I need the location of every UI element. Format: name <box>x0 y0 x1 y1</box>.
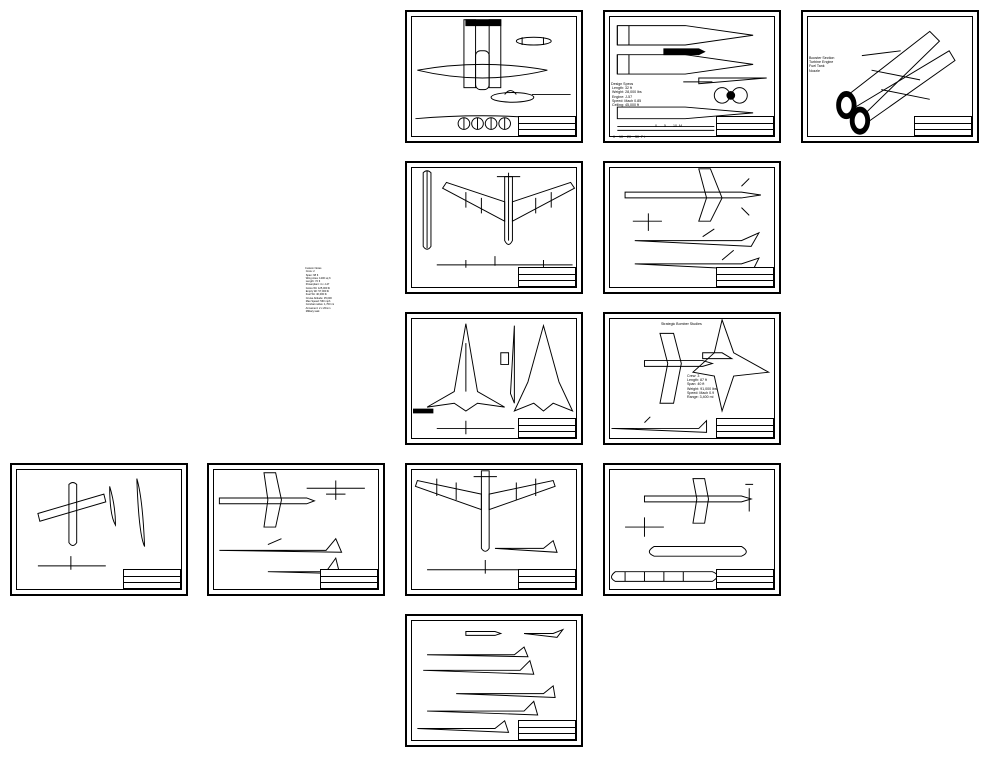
delta-interceptor-drawing <box>624 168 761 271</box>
swept-wing-bomber-drawing <box>422 170 576 268</box>
sheet-border <box>609 167 775 288</box>
design-spec-text: Design Specs Length: 32 ft Weight: 28,00… <box>611 82 642 108</box>
title-block <box>716 267 774 287</box>
straight-wing-transport-drawing <box>611 478 754 582</box>
title-block <box>320 569 378 589</box>
drawing-sheet-six-engine-bomber[interactable] <box>405 463 583 596</box>
sheet-border <box>609 16 775 137</box>
glider-drawing <box>37 478 146 570</box>
drawing-sheet-engine-cutaway[interactable]: Booster Section Turbine Engine Fuel Tank… <box>801 10 979 143</box>
sheet-border <box>609 318 775 439</box>
drawing-sheet-swept-wing-bomber[interactable] <box>405 161 583 294</box>
scale-label-metric: 0 5 10 M <box>655 124 682 128</box>
jet-fighter-drawing <box>218 472 365 575</box>
engine-cutaway-drawing <box>836 30 956 135</box>
title-block <box>518 418 576 438</box>
drawing-sheet-missile-stages[interactable]: 0 5 10 M 0 10 20 30 F t Design Specs Len… <box>603 10 781 143</box>
title-block <box>716 569 774 589</box>
six-engine-bomber-drawing <box>414 470 563 574</box>
drawing-sheet-jet-fighter-views[interactable] <box>207 463 385 596</box>
drawing-sheet-glider[interactable] <box>10 463 188 596</box>
title-block <box>518 720 576 740</box>
title-block <box>518 267 576 287</box>
missile-stages-drawing <box>616 25 767 131</box>
drawing-sheet-flying-wing[interactable] <box>405 312 583 445</box>
title-block <box>518 116 576 136</box>
sheet-border <box>411 318 577 439</box>
drawing-sheet-strategic-bomber-studies[interactable]: Strategic Bomber Studies Crew: 3 Length:… <box>603 312 781 445</box>
jet-airliner-variants-drawing <box>417 628 565 733</box>
drawing-sheet-delta-interceptor[interactable] <box>603 161 781 294</box>
sheet-border <box>411 469 577 590</box>
title-block <box>914 116 972 136</box>
sheet-border <box>16 469 182 590</box>
flying-wing-drawing <box>413 323 574 435</box>
sheet-border <box>411 620 577 741</box>
scale-label-feet: 0 10 20 30 F t <box>613 135 646 139</box>
engine-spec-text: Booster Section Turbine Engine Fuel Tank… <box>809 56 835 73</box>
misc-spec-note: Custom Notes Crew: 2 Span: 68 ft Wing Ar… <box>305 267 334 313</box>
sheet-border <box>609 469 775 590</box>
sheet-border <box>213 469 379 590</box>
title-block <box>123 569 181 589</box>
drawing-sheet-jet-airliner-variants[interactable] <box>405 614 583 747</box>
sheet-border <box>411 16 577 137</box>
title-block <box>518 569 576 589</box>
bomber-study-title: Strategic Bomber Studies <box>661 322 702 326</box>
sheet-border <box>807 16 973 137</box>
drawing-sheet-straight-wing-transport[interactable] <box>603 463 781 596</box>
sheet-border <box>411 167 577 288</box>
title-block <box>716 418 774 438</box>
drawing-sheet-twin-boom-transport[interactable] <box>405 10 583 143</box>
bomber-spec-text: Crew: 3 Length: 87 ft Span: 40 ft Weight… <box>687 374 717 400</box>
title-block <box>716 116 774 136</box>
